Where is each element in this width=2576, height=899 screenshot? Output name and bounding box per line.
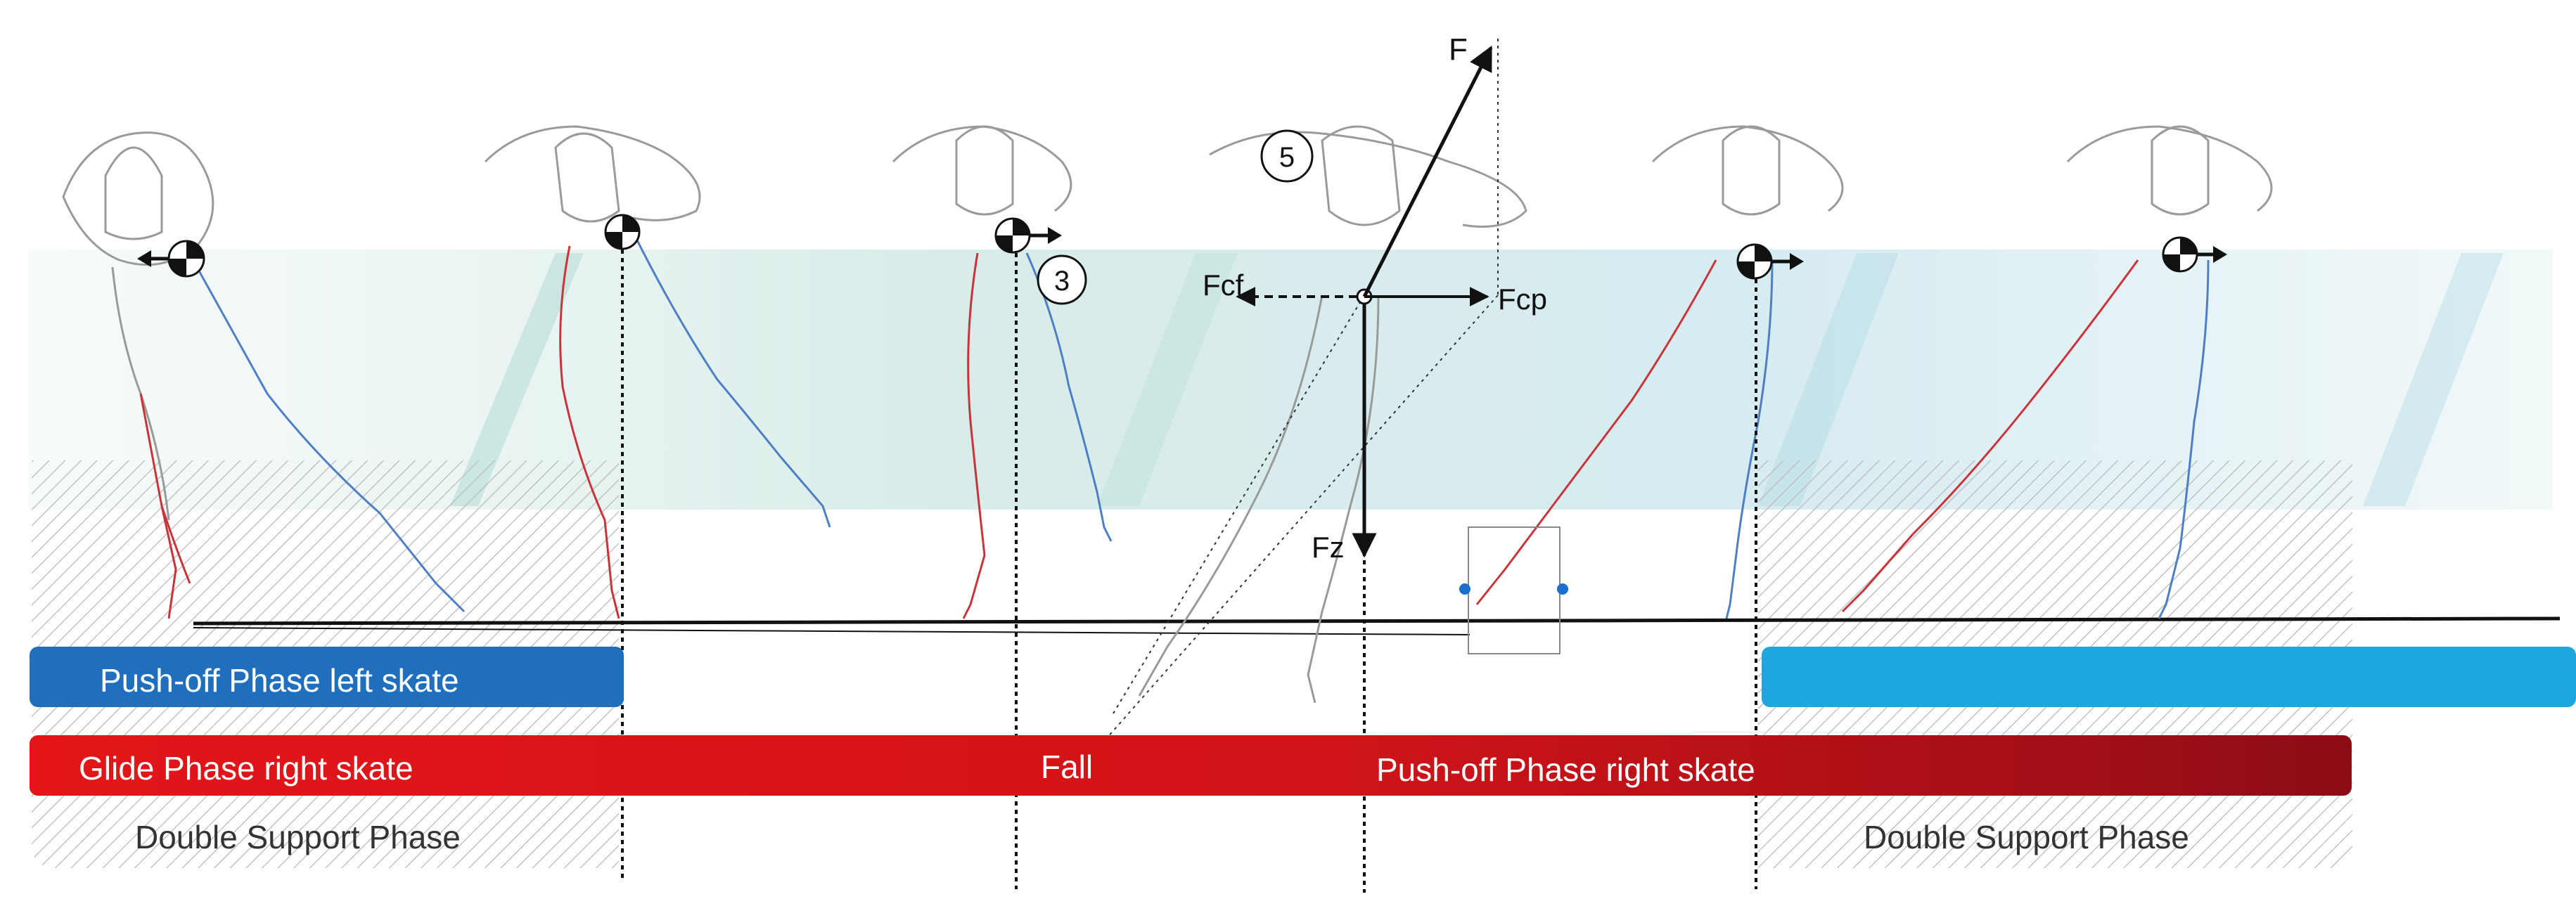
phase-bars	[30, 647, 2576, 796]
ice-track-line	[193, 616, 2561, 635]
label-push-off-right: Push-off Phase right skate	[1376, 751, 1755, 788]
center-of-mass-icon	[1736, 243, 1804, 280]
selection-handle-icon	[1459, 526, 1568, 654]
push-off-left-bar	[30, 647, 624, 707]
force-helper-lines	[1100, 39, 1499, 746]
force-label-fz: Fz	[1312, 531, 1345, 564]
marker-three: 3	[1037, 254, 1087, 305]
skater-6	[1841, 125, 2273, 619]
force-label-f: F	[1449, 32, 1468, 67]
label-fall: Fall	[1041, 749, 1094, 785]
skater-5	[1475, 125, 1844, 619]
svg-text:3: 3	[1054, 266, 1070, 297]
force-label-fcp: Fcp	[1498, 283, 1547, 316]
center-of-mass-icon	[2162, 236, 2227, 273]
center-of-mass-icon	[994, 217, 1062, 254]
label-glide-right: Glide Phase right skate	[79, 750, 414, 787]
next-push-off-bar	[1762, 647, 2576, 707]
marker-five: 5	[1260, 129, 1314, 183]
force-vector-arrow	[1236, 45, 1493, 558]
skater-1	[62, 131, 466, 619]
label-push-off-left: Push-off Phase left skate	[100, 662, 459, 699]
label-double-support-right: Double Support Phase	[1864, 819, 2189, 855]
center-of-mass-icon	[604, 214, 641, 250]
svg-text:5: 5	[1279, 142, 1295, 173]
right-skate-bar	[30, 735, 2352, 796]
skater-2	[484, 125, 831, 619]
center-of-mass-icon	[137, 240, 205, 278]
label-double-support-left: Double Support Phase	[135, 819, 461, 855]
force-label-fcf: Fcf	[1203, 269, 1244, 302]
